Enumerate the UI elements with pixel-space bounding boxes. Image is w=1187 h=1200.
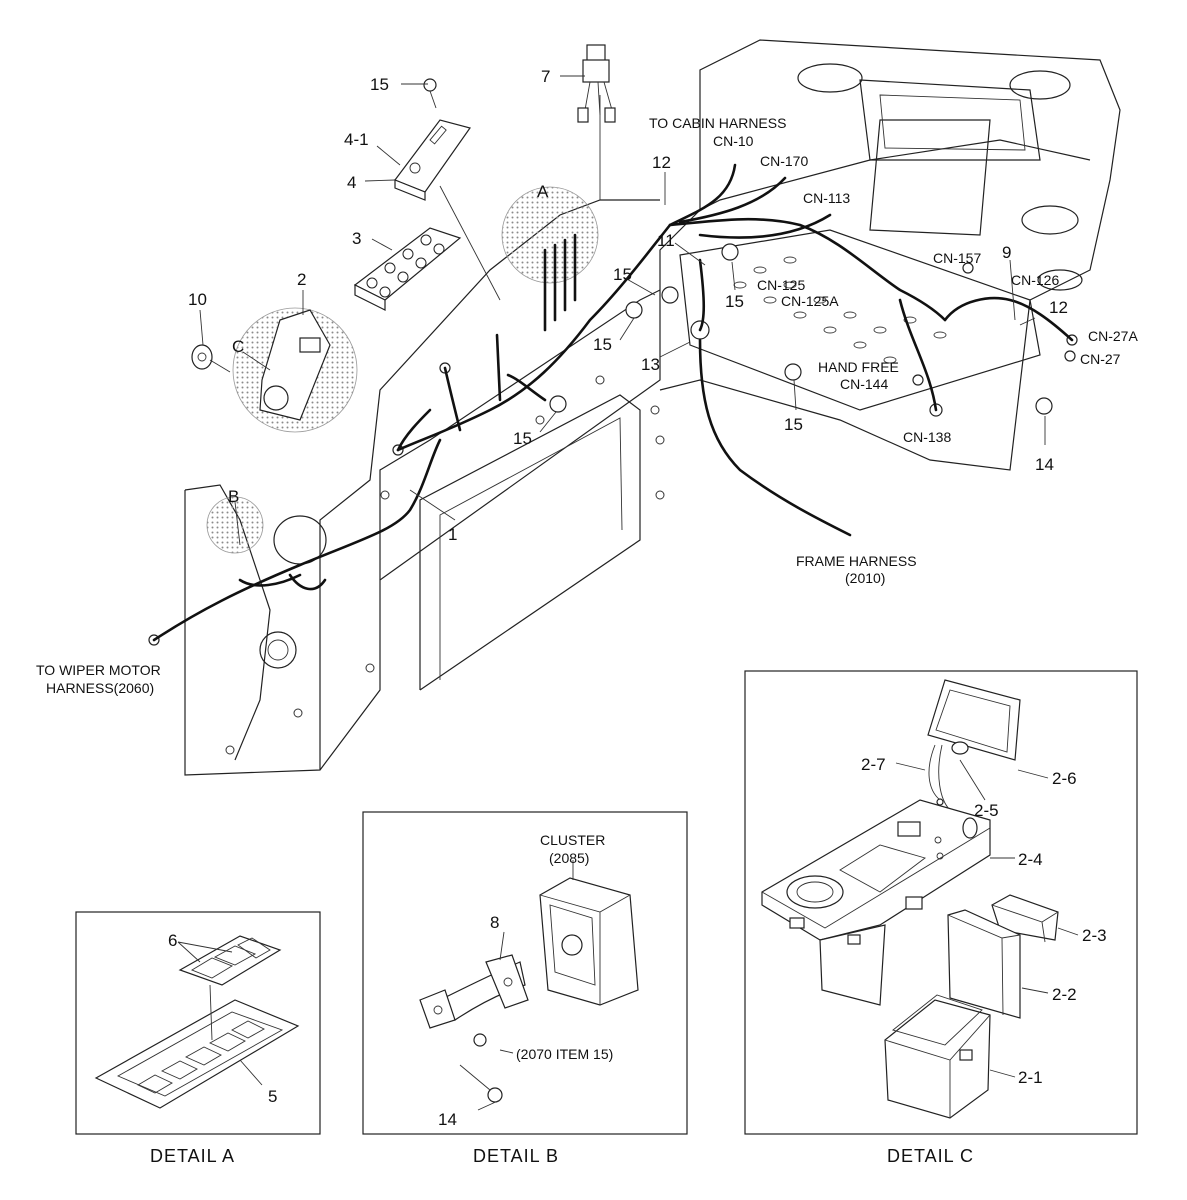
detail-a-callout-5: 5: [268, 1087, 277, 1106]
callout-labels: 15 7 4-1 4 3 2 10 C A B 12 11 15 15 15 1…: [188, 67, 1068, 544]
part-10-grommet: [191, 344, 231, 373]
callout-7: 7: [541, 67, 550, 86]
label-hand-free: HAND FREE: [818, 359, 899, 375]
connector-labels: TO CABIN HARNESS CN-10 CN-170 CN-113 CN-…: [36, 115, 1138, 696]
callout-2: 2: [297, 270, 306, 289]
callout-15-d: 15: [513, 429, 532, 448]
label-cn-144: CN-144: [840, 376, 888, 392]
part-4-switch-box: [394, 119, 471, 201]
label-cn-27: CN-27: [1080, 351, 1121, 367]
part-3-switch-panel: [353, 227, 462, 311]
detail-c-box-2-1: [884, 994, 991, 1119]
label-cn-125: CN-125: [757, 277, 805, 293]
detail-a-cover-6: [178, 935, 282, 986]
label-frame-harness-number: (2010): [845, 570, 885, 586]
detail-c-callout-2-1: 2-1: [1018, 1068, 1043, 1087]
detail-a-bezel-5: [94, 999, 300, 1109]
label-cn-113: CN-113: [803, 190, 850, 206]
callout-13: 13: [641, 355, 660, 374]
label-cn-27a: CN-27A: [1088, 328, 1138, 344]
detail-b-callout-8: 8: [490, 913, 499, 932]
callout-15-top: 15: [370, 75, 389, 94]
callout-3: 3: [352, 229, 361, 248]
detail-c-callout-2-5: 2-5: [974, 801, 999, 820]
detail-c-callout-2-3: 2-3: [1082, 926, 1107, 945]
detail-a-title: DETAIL A: [150, 1146, 235, 1166]
label-cn-138: CN-138: [903, 429, 951, 445]
callout-12-right: 12: [1049, 298, 1068, 317]
detail-c-callout-2-4: 2-4: [1018, 850, 1043, 869]
detail-b-callout-14: 14: [438, 1110, 457, 1129]
label-cn-10: CN-10: [713, 133, 754, 149]
callout-10: 10: [188, 290, 207, 309]
callout-b: B: [228, 487, 239, 506]
detail-a-callout-6: 6: [168, 931, 177, 950]
detail-c-callout-2-2: 2-2: [1052, 985, 1077, 1004]
label-wiper-harness: HARNESS(2060): [46, 680, 154, 696]
detail-b-cluster: [539, 877, 639, 1006]
part-7-switch: [577, 44, 616, 123]
detail-c-title: DETAIL C: [887, 1146, 974, 1166]
callout-11: 11: [657, 231, 675, 250]
callout-15-c: 15: [593, 335, 612, 354]
callout-a: A: [537, 182, 549, 201]
detail-b-cluster-number: (2085): [549, 850, 589, 866]
callout-1: 1: [448, 525, 457, 544]
harness-wires: [152, 163, 1074, 642]
detail-b-bracket-8: [419, 954, 529, 1029]
detail-c-cable-2-7: [928, 744, 951, 811]
detail-b-title: DETAIL B: [473, 1146, 559, 1166]
detail-b-cluster-label: CLUSTER: [540, 832, 605, 848]
leader-lines: [199, 75, 1046, 546]
label-cn-170: CN-170: [760, 153, 808, 169]
callout-15-a: 15: [613, 265, 632, 284]
detail-b-item-15: (2070 ITEM 15): [516, 1046, 613, 1062]
label-cn-157: CN-157: [933, 250, 981, 266]
callout-c: C: [232, 337, 244, 356]
detail-c-lid-2-6: [927, 679, 1021, 761]
label-cn-126: CN-126: [1011, 272, 1059, 288]
callout-14-right: 14: [1035, 455, 1054, 474]
label-frame-harness: FRAME HARNESS: [796, 553, 917, 569]
callout-9: 9: [1002, 243, 1011, 262]
detail-a: 6 5: [75, 911, 321, 1135]
detail-c-callout-2-7: 2-7: [861, 755, 886, 774]
detail-b: CLUSTER (2085) 8 (2070 ITEM 15) 14: [362, 811, 688, 1135]
callout-12-mid: 12: [652, 153, 671, 172]
label-to-cabin-harness: TO CABIN HARNESS: [649, 115, 786, 131]
cabin-body: [184, 39, 1121, 776]
callout-15-e: 15: [784, 415, 803, 434]
part-2-console-in-bubble: [259, 309, 331, 421]
detail-c-callout-2-6: 2-6: [1052, 769, 1077, 788]
label-to-wiper-motor: TO WIPER MOTOR: [36, 662, 161, 678]
detail-c: 2-7 2-6 2-5 2-4 2-3 2-2 2-1: [744, 670, 1138, 1135]
detail-c-cover-2-2: [947, 909, 1021, 1019]
callout-15-b: 15: [725, 292, 744, 311]
callout-4-1: 4-1: [344, 130, 369, 149]
callout-4: 4: [347, 173, 356, 192]
label-cn-125a: CN-125A: [781, 293, 839, 309]
detail-c-console-2-4: [761, 799, 991, 1006]
